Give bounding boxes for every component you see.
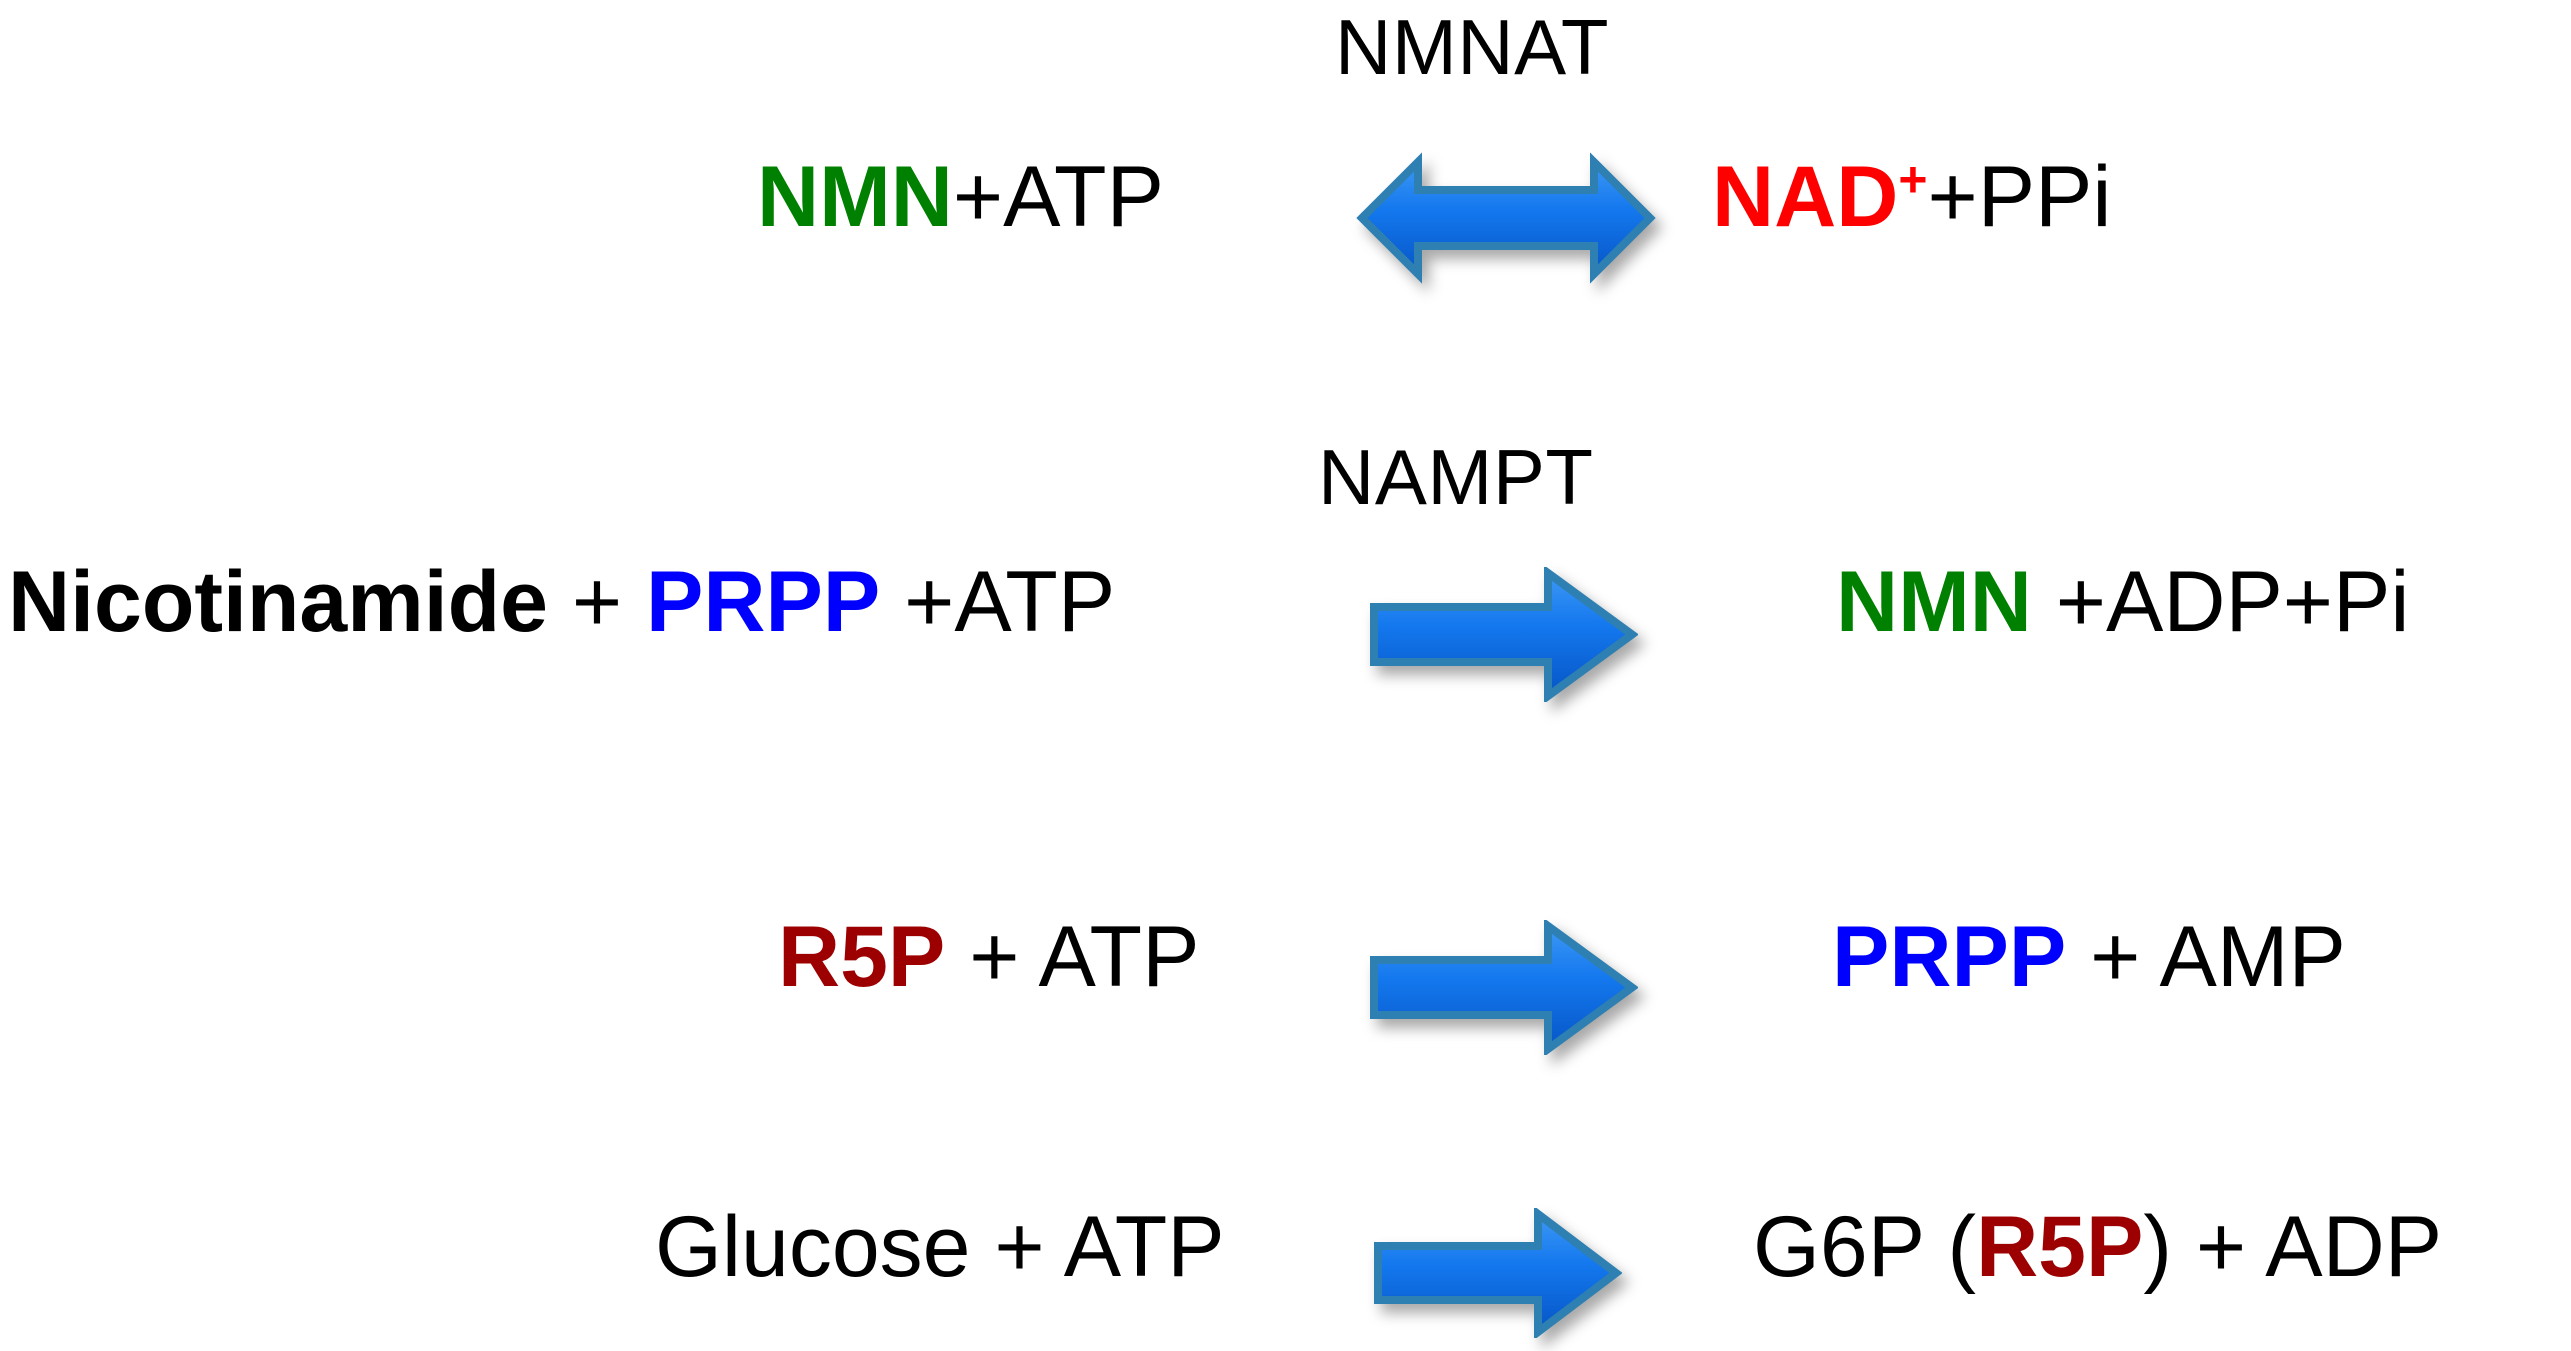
species-r5p: R5P <box>778 909 946 1005</box>
enzyme-label-nampt: NAMPT <box>1318 433 1594 521</box>
plus-operator: + <box>547 554 646 650</box>
species-prpp: PRPP <box>646 554 881 650</box>
species-prpp: PRPP <box>1832 909 2067 1005</box>
species-nmn: NMN <box>1836 554 2032 650</box>
species-r5p: R5P <box>1976 1199 2144 1295</box>
reaction-2-reactants: Nicotinamide + PRPP +ATP <box>8 553 1115 652</box>
species-g6p-open: G6P ( <box>1753 1199 1977 1295</box>
reaction-3-products: PRPP + AMP <box>1832 908 2346 1007</box>
nad-charge-superscript: + <box>1898 151 1928 208</box>
reaction-2-products: NMN +ADP+Pi <box>1836 553 2410 652</box>
species-nad-plus: NAD+ <box>1712 149 1928 245</box>
species-adp-pi: +ADP+Pi <box>2031 554 2410 650</box>
right-arrow-icon <box>1368 920 1638 1055</box>
reaction-1-products: NAD+ +PPi <box>1712 148 2112 247</box>
reaction-1-reactants: NMN +ATP <box>757 148 1164 247</box>
species-amp: + AMP <box>2066 909 2346 1005</box>
right-arrow-icon <box>1368 567 1638 702</box>
species-nmn: NMN <box>757 149 953 245</box>
species-glucose-atp: Glucose + ATP <box>655 1199 1225 1295</box>
double-headed-arrow-icon <box>1356 143 1656 293</box>
species-atp: +ATP <box>880 554 1116 650</box>
species-atp: +ATP <box>952 149 1164 245</box>
reaction-4-products: G6P ( R5P ) + ADP <box>1753 1198 2442 1297</box>
right-arrow-icon <box>1372 1208 1622 1338</box>
species-atp: + ATP <box>945 909 1200 1005</box>
enzyme-label-nmnat: NMNAT <box>1335 3 1610 91</box>
species-adp-close: ) + ADP <box>2143 1199 2443 1295</box>
species-nicotinamide: Nicotinamide <box>8 554 548 650</box>
species-ppi: +PPi <box>1927 149 2112 245</box>
reaction-4-reactants: Glucose + ATP <box>655 1198 1225 1297</box>
reaction-3-reactants: R5P + ATP <box>778 908 1199 1007</box>
